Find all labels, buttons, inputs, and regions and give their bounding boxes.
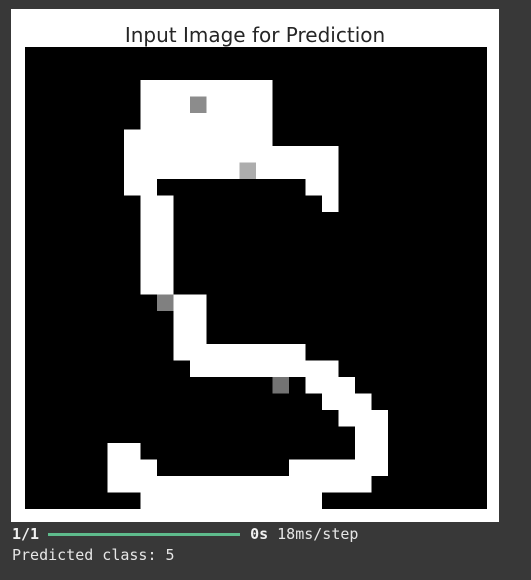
digit-pixel xyxy=(157,294,174,311)
eta-value: 0s xyxy=(250,525,269,543)
digit-pixel xyxy=(322,195,339,212)
digit-pixel xyxy=(289,459,388,476)
digit-pixel xyxy=(338,410,388,427)
digit-pixel xyxy=(190,344,306,361)
digit-image xyxy=(25,47,487,509)
digit-pixel xyxy=(124,162,157,196)
digit-pixel xyxy=(173,294,207,311)
digit-pixel xyxy=(107,459,157,476)
digit-pixel xyxy=(305,179,339,196)
digit-pixel xyxy=(256,162,339,179)
progress-line: 1/1 0s 18ms/step xyxy=(12,524,358,544)
plot-title: Input Image for Prediction xyxy=(124,23,386,47)
digit-pixel xyxy=(140,492,322,509)
prediction-result: Predicted class: 5 xyxy=(12,546,175,564)
digit-pixel xyxy=(272,377,289,394)
digit-pixel xyxy=(124,129,273,146)
digit-pixel xyxy=(190,360,339,377)
digit-pixel xyxy=(190,96,207,113)
digit-pixel xyxy=(157,162,240,179)
progress-bar-fill xyxy=(48,532,241,536)
digit-pixel xyxy=(239,162,256,179)
digit-pixel xyxy=(355,426,388,460)
digit-pixel xyxy=(305,377,355,394)
digit-pixel xyxy=(107,443,141,460)
digit-pixel xyxy=(322,393,372,410)
progress-bar xyxy=(48,532,241,536)
digit-image-canvas xyxy=(25,47,487,509)
digit-pixel xyxy=(124,146,339,163)
step-time: 18ms/step xyxy=(277,525,359,543)
figure-panel: Input Image for Prediction xyxy=(11,9,499,522)
digit-pixel xyxy=(107,476,372,493)
step-count: 1/1 xyxy=(12,525,40,543)
digit-pixel xyxy=(140,195,174,295)
